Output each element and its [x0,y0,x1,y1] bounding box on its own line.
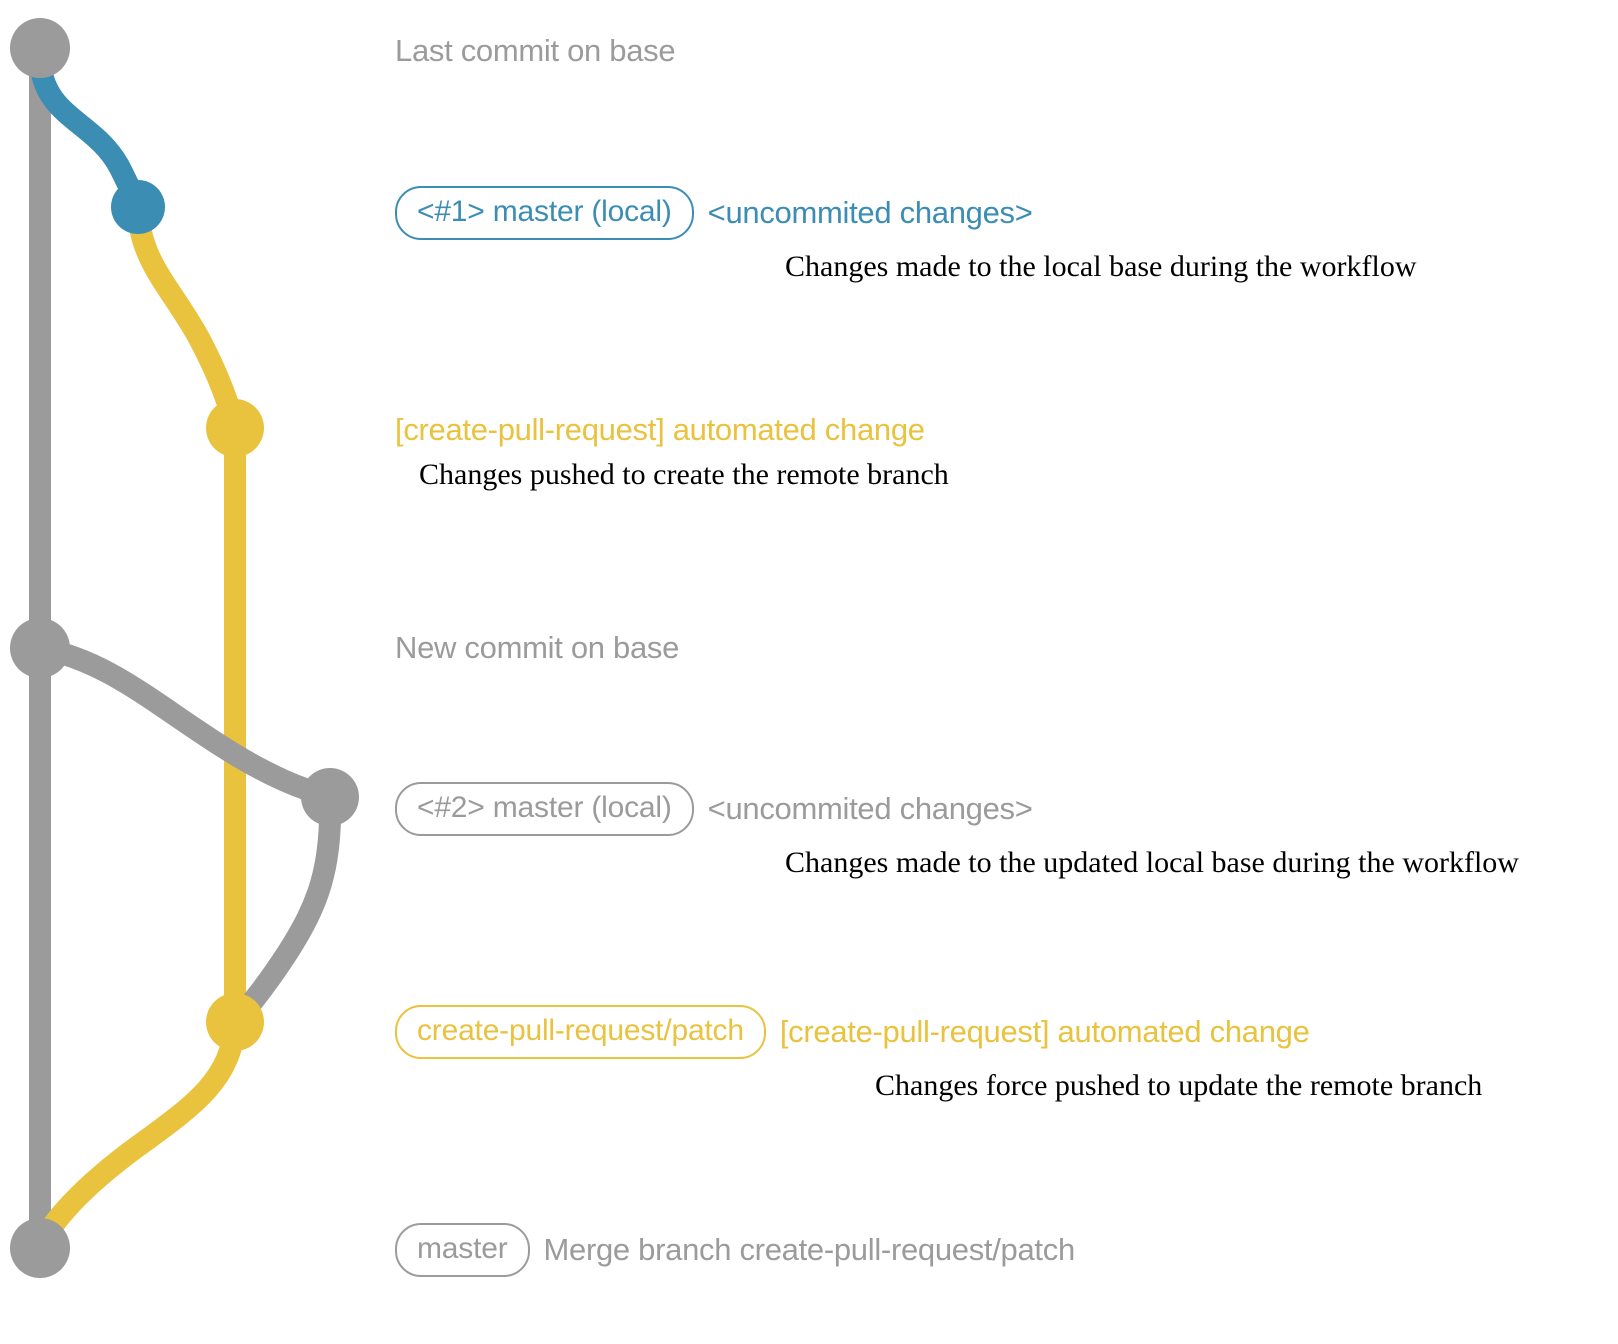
commit-node-base-head [10,18,70,78]
row-master-merge: master Merge branch create-pull-request/… [395,1223,1075,1277]
branch-pill-create-pull-request-patch[interactable]: create-pull-request/patch [395,1005,766,1059]
caption-automated-change-2: Changes force pushed to update the remot… [875,1069,1483,1102]
caption-automated-change-1: Changes pushed to create the remote bran… [419,458,949,491]
commit-subject-automated-change-1: [create-pull-request] automated change [395,412,925,447]
row-master-local-2: <#2> master (local) <uncommited changes>… [395,782,1519,880]
commit-node-merge [10,1218,70,1278]
commit-graph [10,18,359,1278]
merge-line [29,1011,246,1259]
branch-pill-master-local-1[interactable]: <#1> master (local) [395,186,694,240]
commit-node-local-1 [111,180,165,234]
caption-master-local-1: Changes made to the local base during th… [785,250,1417,283]
row-master-local-1: <#1> master (local) <uncommited changes>… [395,186,1417,284]
commit-subject-master-local-1: <uncommited changes> [707,195,1033,230]
commit-node-patch-1 [206,399,264,457]
commit-node-patch-2 [206,993,264,1051]
commit-subject-base-new: New commit on base [395,630,680,665]
branch-pill-master[interactable]: master [395,1223,530,1277]
row-automated-change-1: [create-pull-request] automated change C… [395,412,949,492]
caption-master-local-2: Changes made to the updated local base d… [785,846,1519,879]
commit-subject-automated-change-2: [create-pull-request] automated change [779,1014,1310,1049]
patch-branch-line-1 [127,196,246,1033]
commit-subject-master-merge: Merge branch create-pull-request/patch [543,1232,1076,1267]
commit-subject-master-local-2: <uncommited changes> [707,791,1033,826]
local-to-patch-line [224,786,342,1033]
row-automated-change-2: create-pull-request/patch [create-pull-r… [395,1005,1482,1103]
commit-subject-base-head: Last commit on base [395,33,676,68]
branch-pill-master-local-2[interactable]: <#2> master (local) [395,782,694,836]
local-branch-line-2 [29,637,341,808]
commit-node-local-2 [301,768,359,826]
row-last-commit-on-base: Last commit on base [395,33,676,69]
commit-node-base-new [10,618,70,678]
row-new-commit-on-base: New commit on base [395,630,679,666]
